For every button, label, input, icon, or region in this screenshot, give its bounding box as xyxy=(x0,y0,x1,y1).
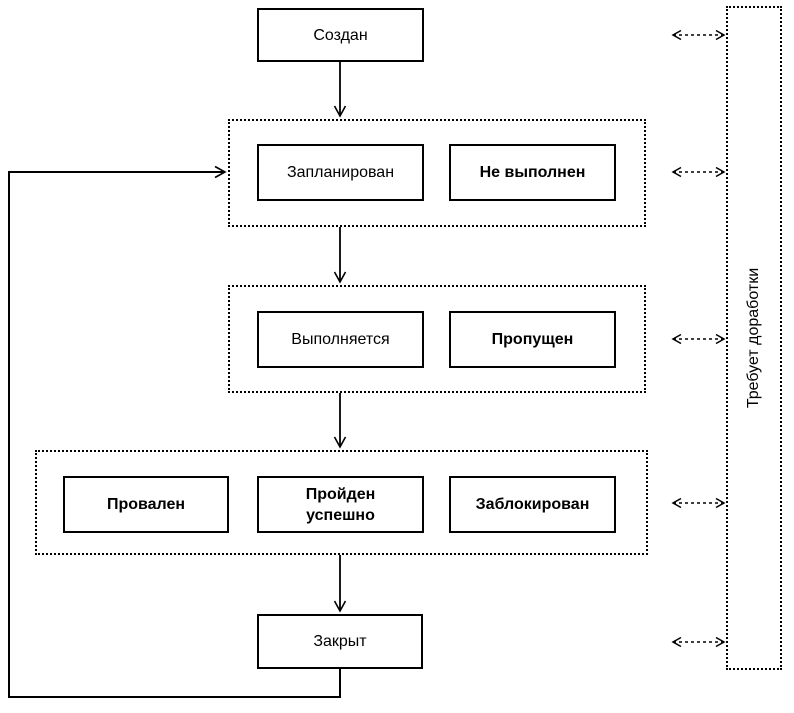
state-rework-bar: Требует доработки xyxy=(726,6,782,670)
state-in-progress: Выполняется xyxy=(257,311,424,368)
state-closed: Закрыт xyxy=(257,614,423,669)
state-planned: Запланирован xyxy=(257,144,424,201)
state-blocked-label: Заблокирован xyxy=(475,496,590,513)
state-not-executed-label: Не выполнен xyxy=(479,164,586,181)
state-failed: Провален xyxy=(63,476,229,533)
group-result: Провален Пройден успешно Заблокирован xyxy=(35,450,648,555)
group-in-progress: Выполняется Пропущен xyxy=(228,285,646,393)
state-passed: Пройден успешно xyxy=(257,476,424,533)
state-planned-label: Запланирован xyxy=(286,164,395,181)
state-failed-label: Провален xyxy=(106,496,186,513)
group-planned: Запланирован Не выполнен xyxy=(228,119,646,227)
state-rework-label: Требует доработки xyxy=(745,267,762,409)
state-passed-label: Пройден успешно xyxy=(305,485,376,524)
state-not-executed: Не выполнен xyxy=(449,144,616,201)
state-skipped: Пропущен xyxy=(449,311,616,368)
state-blocked: Заблокирован xyxy=(449,476,616,533)
state-created: Создан xyxy=(257,8,424,62)
state-skipped-label: Пропущен xyxy=(491,331,574,348)
state-created-label: Создан xyxy=(313,26,368,44)
state-closed-label: Закрыт xyxy=(313,633,367,650)
state-in-progress-label: Выполняется xyxy=(291,331,390,348)
